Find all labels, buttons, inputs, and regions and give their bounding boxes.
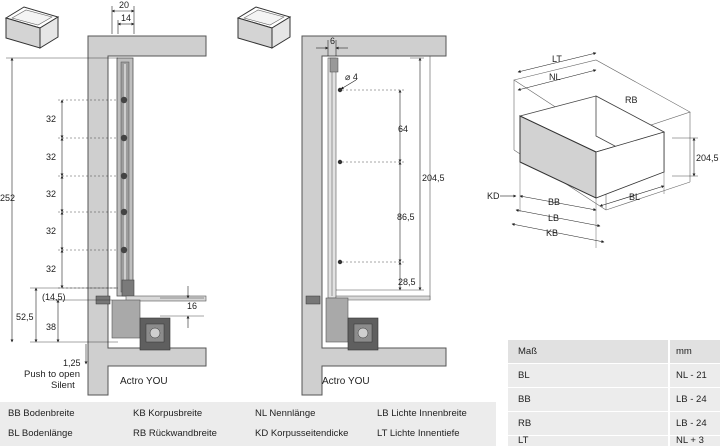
- drawer-icon: [4, 6, 60, 49]
- dim-20: 20: [119, 0, 129, 10]
- table-cell-value: LB - 24: [676, 394, 707, 405]
- dimension-bottom-left: (14,5) 52,5 38 1,25 Push to open Silent: [16, 287, 118, 391]
- legend-bl: BL Bodenlänge: [8, 428, 73, 439]
- dimension-top-left: 20 14: [111, 0, 135, 34]
- dimension-height-252: 252: [0, 57, 118, 343]
- dim-32-b: 32: [46, 152, 56, 162]
- dim-204-5: 204,5: [422, 173, 445, 183]
- label-kd: KD: [487, 191, 500, 201]
- legend-kb: KB Korpusbreite: [133, 408, 203, 419]
- legend-lt: LT Lichte Innentiefe: [377, 428, 460, 439]
- table-row: BL NL - 21: [508, 364, 720, 388]
- dim-252: 252: [0, 193, 15, 203]
- table-cell-value: LB - 24: [676, 418, 707, 429]
- dimension-table: Maß mm BL NL - 21 BB LB - 24 RB LB - 24 …: [508, 340, 720, 447]
- dimension-inner-16: 16: [160, 286, 204, 328]
- label-nl: NL: [549, 72, 561, 82]
- label-rb: RB: [625, 95, 638, 105]
- dim-86-5: 86,5: [397, 212, 415, 222]
- abbreviation-legend: BB Bodenbreite KB Korpusbreite NL Nennlä…: [0, 402, 496, 446]
- dim-16: 16: [187, 301, 197, 311]
- label-lt: LT: [552, 54, 562, 64]
- dim-64: 64: [398, 124, 408, 134]
- dimension-top-middle: 6 ⌀ 4: [316, 36, 358, 90]
- push-to-open-label: Push to open: [24, 369, 80, 380]
- isometric-drawer: [513, 59, 691, 248]
- legend-bb: BB Bodenbreite: [8, 408, 75, 419]
- table-cell-key: BL: [518, 370, 530, 381]
- table-row: BB LB - 24: [508, 388, 720, 412]
- table-header: Maß mm: [508, 340, 720, 364]
- table-row: RB LB - 24: [508, 412, 720, 436]
- label-lb: LB: [548, 213, 559, 223]
- table-cell-value: NL + 3: [676, 435, 704, 446]
- label-bb: BB: [548, 197, 560, 207]
- dim-52-5: 52,5: [16, 312, 34, 322]
- dim-14: 14: [121, 13, 131, 23]
- table-cell-key: RB: [518, 418, 532, 429]
- label-kb: KB: [546, 228, 558, 238]
- mounting-holes: [120, 96, 128, 254]
- dim-38: 38: [46, 322, 56, 332]
- dim-hole-4: ⌀ 4: [345, 72, 358, 82]
- table-header-unit: mm: [676, 346, 692, 357]
- label-height: 204,5: [696, 153, 719, 163]
- silent-label: Silent: [51, 380, 75, 391]
- label-bl: BL: [629, 192, 640, 202]
- table-cell-key: LT: [518, 435, 529, 446]
- table-cell-value: NL - 21: [676, 370, 707, 381]
- caption-middle: Actro YOU: [322, 376, 370, 387]
- dim-32-d: 32: [46, 226, 56, 236]
- table-row: LT NL + 3: [508, 436, 720, 447]
- caption-left: Actro YOU: [120, 376, 168, 387]
- dim-32-e: 32: [46, 264, 56, 274]
- dim-6: 6: [330, 36, 335, 46]
- legend-nl: NL Nennlänge: [255, 408, 316, 419]
- mounting-holes: [337, 87, 343, 265]
- dim-32-a: 32: [46, 114, 56, 124]
- drawer-icon: [236, 6, 292, 49]
- table-header-measure: Maß: [518, 346, 537, 357]
- dim-1-25: 1,25: [63, 358, 81, 368]
- isometric-dimensions: LT NL RB 204,5 KD BB LB KB BL: [487, 52, 719, 243]
- cabinet-wall: [301, 35, 447, 396]
- dimension-pitch-chain: 32 32 32 32 32: [46, 99, 118, 289]
- dim-28-5: 28,5: [398, 277, 416, 287]
- legend-kd: KD Korpusseitendicke: [255, 428, 349, 439]
- drawer-side-profile: [305, 57, 431, 351]
- legend-rb: RB Rückwandbreite: [133, 428, 217, 439]
- dim-14-5: (14,5): [42, 292, 66, 302]
- table-cell-key: BB: [518, 394, 531, 405]
- dim-32-c: 32: [46, 189, 56, 199]
- dimension-vertical-chain: 64 86,5 28,5 204,5: [336, 57, 445, 291]
- legend-lb: LB Lichte Innenbreite: [377, 408, 467, 419]
